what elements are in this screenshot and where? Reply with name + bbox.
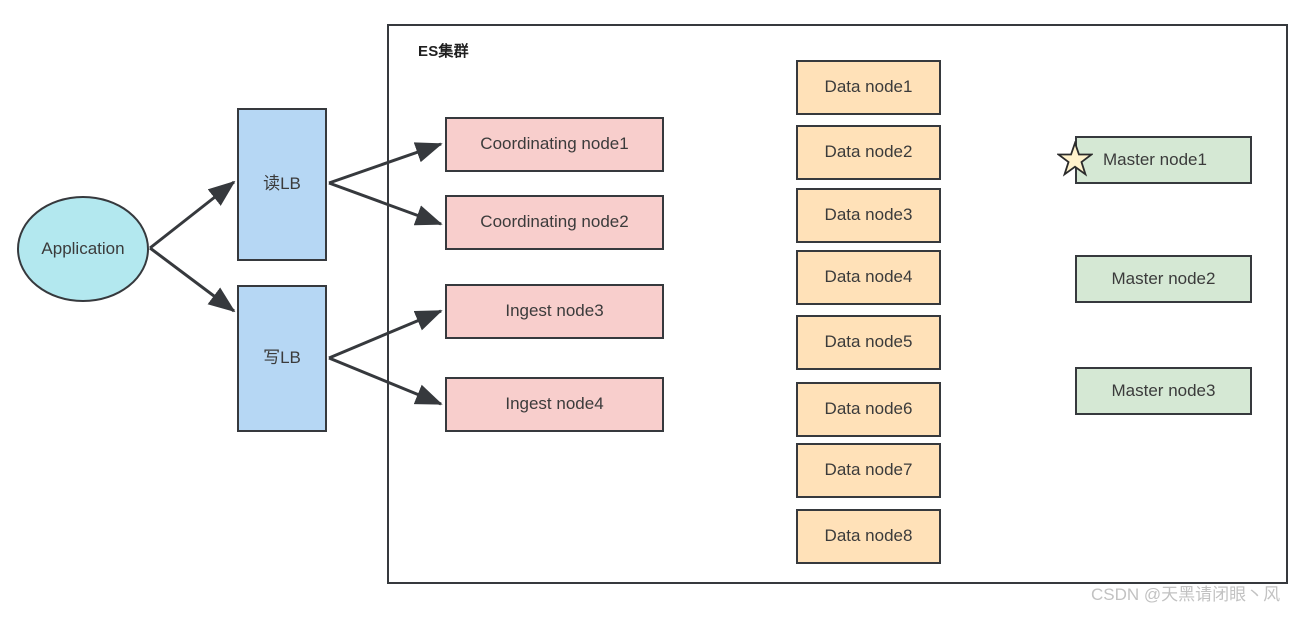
ingest-node-label: Ingest node3 — [505, 301, 604, 321]
data-node-label: Data node8 — [824, 526, 913, 546]
es-cluster-label: ES集群 — [418, 43, 469, 60]
ingest-node-label: Ingest node4 — [505, 394, 604, 414]
ingest-node-1[interactable]: Ingest node3 — [445, 284, 664, 339]
load-balancer-node-label: 读LB — [263, 174, 301, 194]
load-balancer-node-label: 写LB — [263, 348, 301, 368]
data-node-1[interactable]: Data node1 — [796, 60, 941, 115]
master-node-2[interactable]: Master node2 — [1075, 255, 1252, 303]
master-node-label: Master node2 — [1111, 268, 1216, 288]
data-node-4[interactable]: Data node4 — [796, 250, 941, 305]
master-node-3[interactable]: Master node3 — [1075, 367, 1252, 415]
ingest-node-2[interactable]: Ingest node4 — [445, 377, 664, 432]
data-node-label: Data node5 — [824, 332, 913, 352]
master-node-label: Master node3 — [1111, 380, 1216, 400]
coordinating-node-1[interactable]: Coordinating node1 — [445, 117, 664, 172]
data-node-label: Data node7 — [824, 460, 913, 480]
coordinating-node-label: Coordinating node1 — [480, 134, 629, 154]
data-node-5[interactable]: Data node5 — [796, 315, 941, 370]
load-balancer-node-2[interactable]: 写LB — [237, 285, 327, 432]
es-cluster-container — [387, 24, 1288, 584]
data-node-3[interactable]: Data node3 — [796, 188, 941, 243]
data-node-8[interactable]: Data node8 — [796, 509, 941, 564]
data-node-label: Data node1 — [824, 77, 913, 97]
edge-arrow-1 — [149, 180, 236, 250]
data-node-label: Data node6 — [824, 399, 913, 419]
edge-arrow-2 — [149, 246, 236, 313]
elected-master-star-icon — [1057, 141, 1093, 177]
load-balancer-node-1[interactable]: 读LB — [237, 108, 327, 261]
coordinating-node-label: Coordinating node2 — [480, 212, 629, 232]
master-node-label: Master node1 — [1103, 149, 1207, 169]
master-node-1[interactable]: Master node1 — [1075, 136, 1252, 184]
coordinating-node-2[interactable]: Coordinating node2 — [445, 195, 664, 250]
data-node-2[interactable]: Data node2 — [796, 125, 941, 180]
application-node[interactable]: Application — [17, 196, 149, 302]
data-node-label: Data node4 — [824, 267, 913, 287]
data-node-label: Data node3 — [824, 205, 913, 225]
csdn-watermark: CSDN @天黑请闭眼丶风 — [1091, 585, 1281, 604]
data-node-7[interactable]: Data node7 — [796, 443, 941, 498]
data-node-6[interactable]: Data node6 — [796, 382, 941, 437]
data-node-label: Data node2 — [824, 142, 913, 162]
